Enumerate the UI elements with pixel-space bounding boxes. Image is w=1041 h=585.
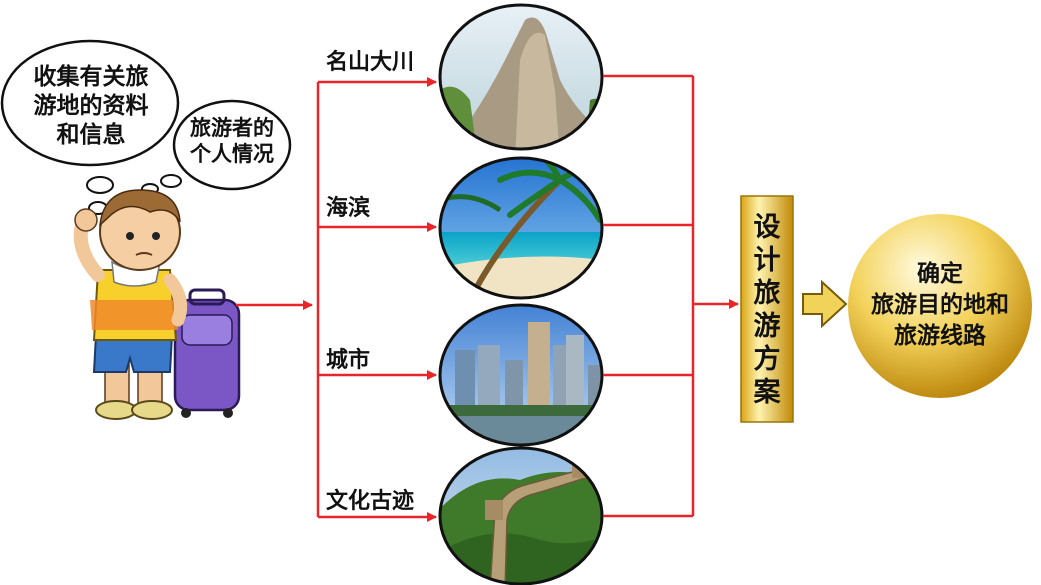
destination-label-mountain: 名山大川 — [326, 50, 415, 75]
bubble-collect-text: 收集有关旅 游地的资料 和信息 — [8, 63, 174, 149]
bubble-collect-line: 收集有关旅 — [33, 63, 149, 90]
scene-mountain — [440, 5, 602, 149]
scene-beach-frame — [438, 156, 604, 300]
goal-line: 旅游线路 — [894, 322, 986, 349]
scene-great-wall-frame — [438, 446, 604, 585]
destination-label-heritage: 文化古迹 — [326, 489, 415, 514]
destination-label-city: 城市 — [326, 348, 371, 373]
destination-label-beach: 海滨 — [326, 196, 371, 221]
bubble-personal-line: 旅游者的 — [190, 115, 274, 140]
bubble-collect-line: 和信息 — [56, 120, 126, 148]
goal-line: 旅游目的地和 — [871, 291, 1009, 318]
bubble-personal-line: 个人情况 — [190, 141, 274, 167]
plan-box — [740, 195, 794, 423]
merge-connectors — [603, 74, 739, 518]
scene-city — [440, 305, 602, 445]
traveler-figure — [73, 189, 241, 420]
goal-circle — [848, 214, 1032, 398]
scene-beach — [440, 158, 602, 298]
plan-box-text: 设计旅游方案 — [753, 212, 781, 408]
thought-bubble-collect — [0, 39, 180, 167]
bubble-personal-text: 旅游者的 个人情况 — [180, 115, 284, 168]
scene-great-wall — [440, 448, 602, 584]
bubble-collect-line: 游地的资料 — [33, 91, 149, 119]
thought-bubble-personal — [172, 99, 292, 191]
scene-mountain-frame — [438, 3, 604, 151]
branch-connectors — [316, 77, 437, 522]
scene-city-frame — [438, 303, 604, 447]
block-arrow — [802, 279, 848, 329]
goal-text: 确定 旅游目的地和 旅游线路 — [855, 258, 1025, 351]
goal-line: 确定 — [917, 260, 963, 287]
